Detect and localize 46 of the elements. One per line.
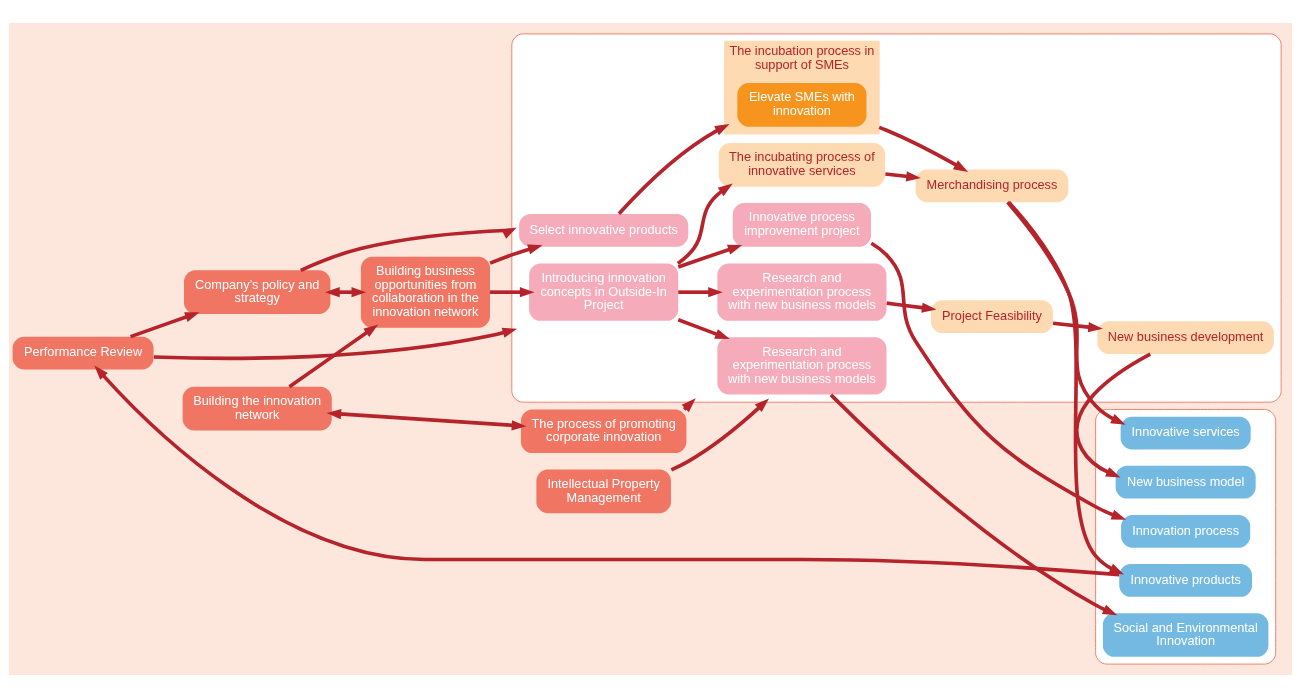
- node-box: Select innovative products: [519, 213, 689, 247]
- arrow: [489, 244, 543, 265]
- node-box: The process of promoting corporate innovation: [520, 409, 687, 454]
- arrow: [885, 171, 921, 182]
- arrow: [326, 408, 527, 431]
- cluster: [1095, 409, 1277, 665]
- arrow: [1075, 352, 1152, 478]
- node-box: Introducing innovation concepts in Outside-In Project: [529, 263, 679, 321]
- node-box: New business development: [1097, 321, 1274, 354]
- arrow: [1006, 201, 1126, 425]
- arrow: [677, 318, 730, 340]
- arrow: [130, 312, 200, 339]
- node-box: Social and Environmental Innovation: [1102, 613, 1269, 657]
- node-box: The incubating process of innovative services: [718, 143, 886, 187]
- arrow: [829, 393, 1118, 616]
- arrow: [1052, 321, 1103, 333]
- arrow: [676, 183, 733, 265]
- node-box: Company’s policy and strategy: [184, 270, 331, 314]
- arrow: [153, 327, 518, 361]
- node-box: Intellectual Property Management: [536, 469, 671, 514]
- arrow: [94, 365, 1120, 577]
- arrow: [870, 241, 1127, 520]
- cluster: [511, 33, 1282, 403]
- node-box: Performance Review: [12, 336, 154, 370]
- node-box: Innovative process improvement project: [732, 203, 871, 247]
- node-box: Merchandising process: [915, 169, 1069, 203]
- node-box: Innovation process: [1121, 514, 1251, 548]
- node-box: New business model: [1115, 465, 1256, 499]
- arrow: [617, 124, 730, 215]
- node-box: Innovative products: [1119, 564, 1253, 597]
- node-box: Elevate SMEs with innovation: [737, 83, 867, 127]
- node-box: Research and experimentation process with new business models: [717, 337, 887, 395]
- node-box: Project Feasibility: [931, 300, 1053, 334]
- node-box: Innovative services: [1120, 416, 1251, 450]
- arrow: [878, 125, 969, 172]
- arrow: [490, 287, 535, 298]
- node-box: Building the innovation network: [182, 386, 332, 431]
- arrow: [1007, 201, 1124, 575]
- arrow: [886, 301, 937, 313]
- arrow: [670, 398, 769, 472]
- arrow: [288, 324, 379, 389]
- arrow: [678, 287, 723, 298]
- node-box: Research and experimentation process with new business models: [717, 263, 887, 321]
- arrow: [300, 227, 517, 272]
- arrow: [677, 244, 743, 269]
- node-box: Building business opportunities from collaboration in the innovation network: [360, 256, 490, 328]
